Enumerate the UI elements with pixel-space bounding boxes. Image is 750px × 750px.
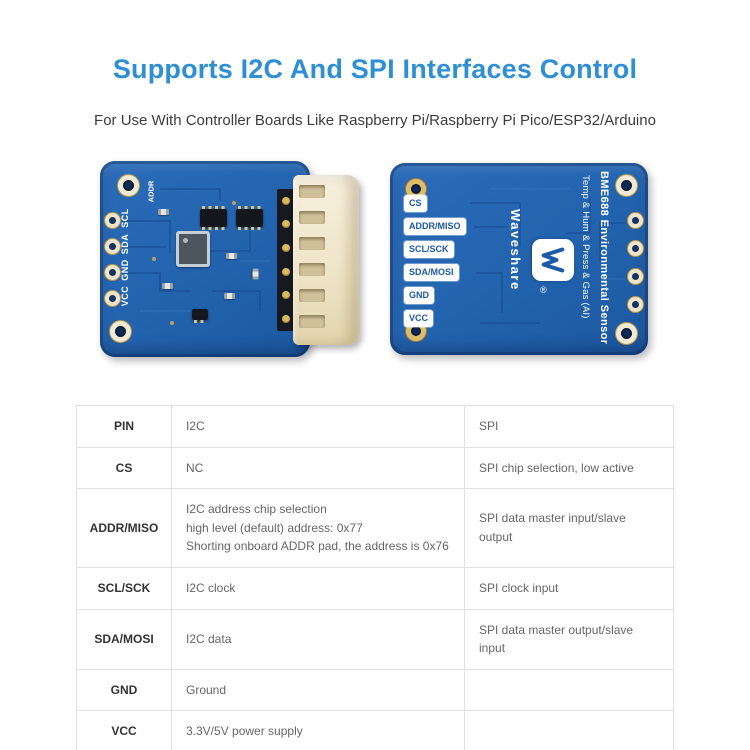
resistor (224, 293, 235, 299)
table-row-cs: CS NC SPI chip selection, low active (76, 446, 674, 490)
pcb-pad-sda (105, 239, 120, 254)
pin-label-box-addrmiso: ADDR/MISO (404, 218, 466, 235)
transistor-sot23 (192, 309, 208, 323)
waveshare-logo-icon (532, 239, 574, 281)
resistor (252, 268, 259, 280)
cell-pin: VCC (76, 710, 172, 750)
cell-i2c: 3.3V/5V power supply (171, 710, 465, 750)
registered-mark: ® (540, 285, 547, 295)
connector-slot (299, 211, 325, 224)
resistor (158, 209, 169, 215)
cell-spi: SPI data master output/slave input (464, 608, 674, 670)
product-name-text: BME688 Environmental Sensor (598, 171, 610, 345)
cell-i2c: I2C (171, 405, 465, 448)
cell-spi: SPI clock input (464, 566, 674, 610)
pcb-pad-through (628, 269, 643, 284)
i2c-desc-line: Shorting onboard ADDR pad, the address i… (186, 539, 449, 554)
pin-label-box-vcc: VCC (404, 310, 434, 327)
page-title: Supports I2C And SPI Interfaces Control (112, 54, 638, 84)
connector-slot (299, 185, 325, 198)
table-row-header: PIN I2C SPI (76, 405, 674, 448)
bme688-sensor (176, 231, 210, 267)
pcb-pad-vcc (105, 291, 120, 306)
chip-pins (238, 206, 261, 209)
cell-spi (464, 668, 674, 712)
pin-table: PIN I2C SPI CS NC SPI chip selection, lo… (76, 405, 674, 750)
cell-spi (464, 710, 674, 750)
cell-pin: ADDR/MISO (76, 488, 172, 568)
pcb-pad-through (628, 241, 643, 256)
pin-label-box-sdamosi: SDA/MOSI (404, 264, 459, 281)
cell-i2c: I2C data (171, 608, 465, 670)
cell-i2c: I2C clock (171, 566, 465, 610)
table-row-vcc: VCC 3.3V/5V power supply (76, 710, 674, 750)
board-front-image: SCL SDA GND VCC ADDR (100, 161, 359, 357)
cell-i2c: Ground (171, 668, 465, 712)
cell-spi: SPI chip selection, low active (464, 446, 674, 490)
i2c-desc-line: high level (default) address: 0x77 (186, 520, 363, 535)
table-row-sda-mosi: SDA/MOSI I2C data SPI data master output… (76, 608, 674, 670)
board-back-image: CS ADDR/MISO SCL/SCK SDA/MOSI GND VCC Wa… (390, 163, 648, 355)
ic-chip (200, 206, 227, 230)
mounting-hole (616, 175, 637, 196)
addr-pad-label: ADDR (146, 180, 156, 203)
connector-pins (277, 189, 294, 331)
cell-pin: SCL/SCK (76, 566, 172, 610)
cell-pin: CS (76, 446, 172, 490)
connector-slot (299, 315, 325, 328)
table-row-gnd: GND Ground (76, 668, 674, 712)
product-feature-text: Temp & Hum & Press & Gas (AI) (580, 175, 591, 319)
connector-slot (299, 289, 325, 302)
cell-i2c: NC (171, 446, 465, 490)
via-dot (170, 321, 174, 325)
pin-label-vcc: VCC (120, 285, 130, 307)
pin-label-box-cs: CS (404, 195, 427, 212)
cell-pin: PIN (76, 405, 172, 448)
chip-pins (238, 227, 261, 230)
resistor (162, 283, 173, 289)
sensor-vent-hole (183, 238, 188, 243)
cell-pin: SDA/MOSI (76, 608, 172, 670)
chip-pins (194, 320, 206, 323)
pin-label-box-gnd: GND (404, 287, 434, 304)
chip-pins (202, 227, 225, 230)
via-dot (232, 201, 236, 205)
table-row-scl-sck: SCL/SCK I2C clock SPI clock input (76, 566, 674, 610)
chip-pins (202, 206, 225, 209)
pcb-pad-gnd (105, 265, 120, 280)
pcb-pad-through (628, 297, 643, 312)
brand-text: Waveshare (508, 209, 523, 291)
connector-slot (299, 237, 325, 250)
connector-slot (299, 263, 325, 276)
cell-pin: GND (76, 668, 172, 712)
pcb-pad-through (628, 213, 643, 228)
mounting-hole (616, 323, 637, 344)
table-row-addr-miso: ADDR/MISO I2C address chip selection hig… (76, 488, 674, 568)
pcb-pad-scl (105, 213, 120, 228)
cell-spi: SPI data master input/slave output (464, 488, 674, 568)
pin-label-box-sclsck: SCL/SCK (404, 241, 454, 258)
product-images: SCL SDA GND VCC ADDR (0, 157, 750, 369)
i2c-desc-line: I2C address chip selection (186, 502, 327, 517)
ic-chip (236, 206, 263, 230)
via-dot (152, 257, 156, 261)
resistor (226, 253, 237, 259)
cell-i2c: I2C address chip selection high level (d… (171, 488, 465, 568)
mounting-hole (118, 175, 139, 196)
jst-connector (293, 175, 359, 345)
mounting-hole (110, 321, 131, 342)
page-subtitle: For Use With Controller Boards Like Rasp… (94, 112, 656, 129)
cell-spi: SPI (464, 405, 674, 448)
